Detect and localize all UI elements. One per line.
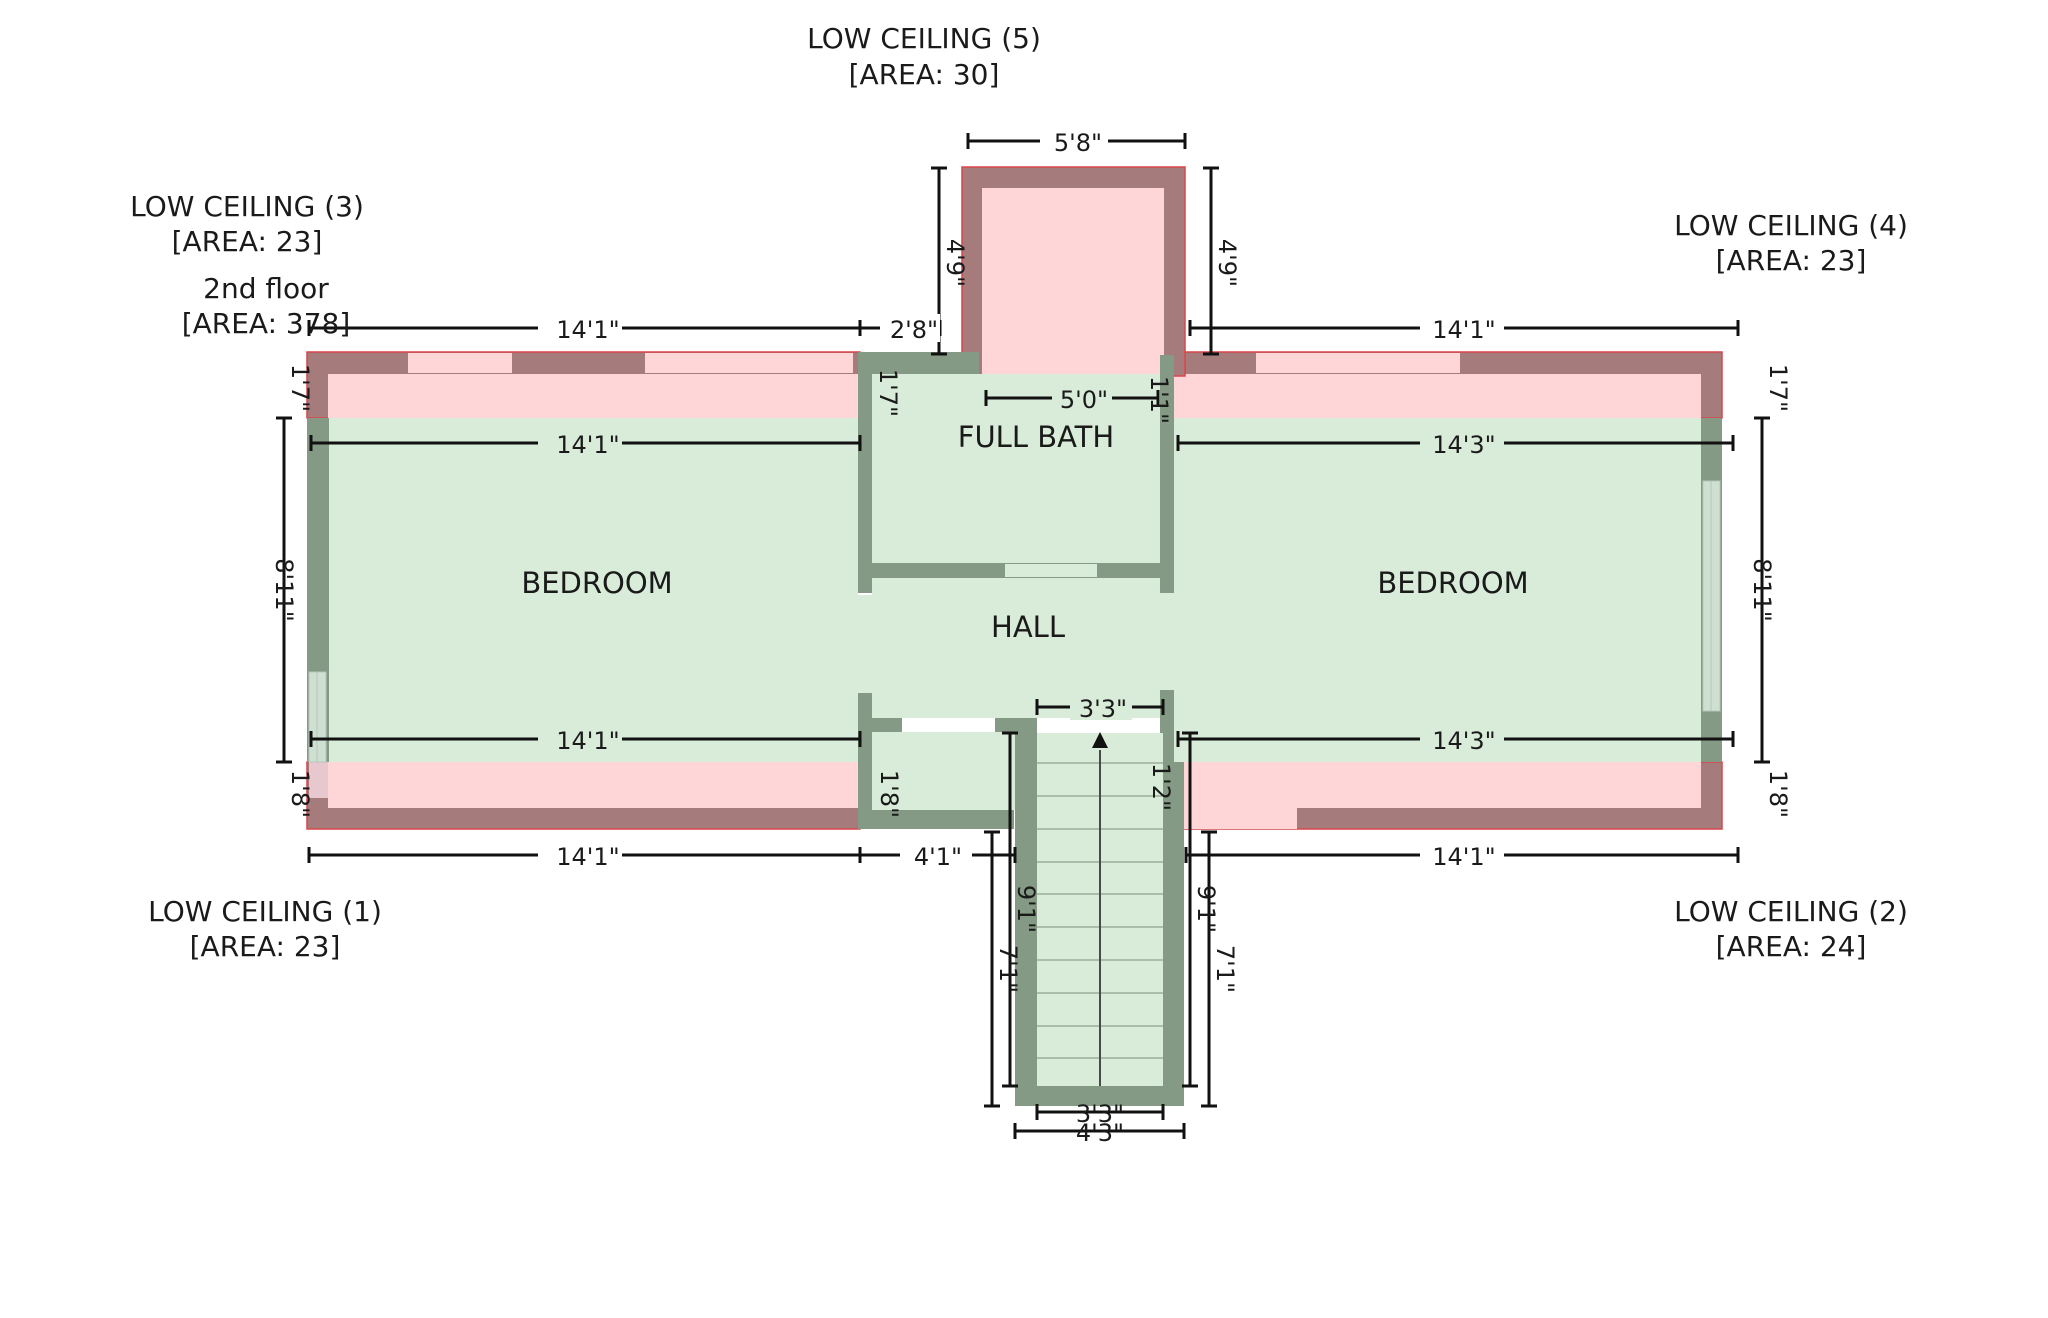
dimension-label-backgrounds xyxy=(538,127,1504,872)
dim-bath-right-side: 1'1" xyxy=(1145,376,1173,424)
wall-bath-right xyxy=(1160,355,1174,593)
stair-direction-arrow-icon xyxy=(1092,732,1108,748)
dim-stair-left-short: 9'1" xyxy=(1012,885,1040,933)
dim-bottom-left-length: 14'1" xyxy=(556,843,619,871)
dim-stair-bottom-inner: 3'3" xyxy=(1076,1100,1124,1128)
dim-right-top-strip: 1'7" xyxy=(1764,364,1792,412)
dim-right-height: 8'11" xyxy=(1748,558,1776,621)
openings xyxy=(308,480,1721,763)
low-ceiling-zones xyxy=(306,166,1723,830)
low-ceiling-5-area: [AREA: 30] xyxy=(849,58,1000,91)
wall-stair-left xyxy=(1015,718,1037,1106)
dim-right-bottom-strip: 1'8" xyxy=(1764,770,1792,818)
dim-left-bottom-strip: 1'8" xyxy=(286,770,314,818)
dim-bath-left-side: 1'7" xyxy=(874,369,902,417)
room-label-hall: HALL xyxy=(991,610,1065,644)
low-ceiling-3-area xyxy=(328,374,860,418)
room-left-bedroom xyxy=(329,418,858,762)
dim-top-left-length: 14'1" xyxy=(556,316,619,344)
dim-left-bedroom-lower: 14'1" xyxy=(556,727,619,755)
room-label-bedroom-left: BEDROOM xyxy=(521,566,672,600)
dim-stair-right-upper: 1'2" xyxy=(1147,763,1175,811)
low-ceiling-2-area: [AREA: 24] xyxy=(1716,930,1867,963)
dim-top-right-length: 14'1" xyxy=(1432,316,1495,344)
floor-name: 2nd floor xyxy=(203,272,329,305)
dim-hall-lower-left: 1'8" xyxy=(875,770,903,818)
low-ceiling-3-window xyxy=(645,353,853,373)
low-ceiling-5-area xyxy=(982,188,1164,376)
wall-bath-left xyxy=(858,352,872,593)
dim-stair-right-short: 9'1" xyxy=(1192,885,1220,933)
dim-stair-bottom-outer: 4'3" xyxy=(1076,1119,1124,1147)
low-ceiling-4-window xyxy=(1256,353,1460,373)
low-ceiling-4-name: LOW CEILING (4) xyxy=(1674,209,1908,242)
room-label-full-bath: FULL BATH xyxy=(958,420,1114,454)
low-ceiling-3-area: [AREA: 23] xyxy=(172,225,323,258)
dimension-label-backgrounds-inner xyxy=(538,385,1504,753)
dim-bottom-right-length: 14'1" xyxy=(1432,843,1495,871)
low-ceiling-2-name: LOW CEILING (2) xyxy=(1674,895,1908,928)
room-right-bedroom xyxy=(1174,418,1701,762)
room-label-bedroom-right: BEDROOM xyxy=(1377,566,1528,600)
wall-hall-left-lower xyxy=(858,693,872,829)
dim-top-alcove-right-depth: 4'9" xyxy=(1213,239,1241,287)
low-ceiling-1-window xyxy=(309,762,328,798)
room-hall-lower xyxy=(872,732,1015,810)
room-full-bath xyxy=(872,374,1160,563)
dim-top-mid-gap: 2'8" xyxy=(890,316,938,344)
low-ceiling-5-name: LOW CEILING (5) xyxy=(807,22,1041,55)
low-ceiling-3-window xyxy=(408,353,512,373)
dim-stair-right-long: 7'1" xyxy=(1211,945,1239,993)
low-ceiling-2-area xyxy=(1173,762,1701,808)
low-ceiling-2-opening xyxy=(1180,808,1297,829)
wall-hall-bottom xyxy=(858,810,1014,829)
low-ceiling-1-area xyxy=(328,762,860,808)
low-ceiling-1-area: [AREA: 23] xyxy=(190,930,341,963)
low-ceiling-3-name: LOW CEILING (3) xyxy=(130,190,364,223)
dim-top-alcove-width: 5'8" xyxy=(1054,129,1102,157)
low-ceiling-4-area: [AREA: 23] xyxy=(1716,244,1867,277)
wall-stair-right xyxy=(1163,733,1184,1106)
dim-left-height: 8'11" xyxy=(270,558,298,621)
dim-left-bedroom-upper: 14'1" xyxy=(556,431,619,459)
dim-bottom-mid-gap: 4'1" xyxy=(914,843,962,871)
wall-hall-stub xyxy=(858,718,902,732)
door-hall-right xyxy=(1160,593,1174,690)
door-bath-hall xyxy=(1005,564,1097,577)
dim-top-alcove-left-depth: 4'9" xyxy=(941,239,969,287)
low-ceiling-4-area xyxy=(1173,374,1701,418)
floor-area: [AREA: 378] xyxy=(182,307,351,340)
dim-bath-width: 5'0" xyxy=(1060,386,1108,414)
low-ceiling-1-name: LOW CEILING (1) xyxy=(148,895,382,928)
dim-stair-top-width: 3'3" xyxy=(1079,695,1127,723)
door-hall-left xyxy=(858,595,872,693)
dim-stair-left-long: 7'1" xyxy=(994,945,1022,993)
dim-left-top-strip: 1'7" xyxy=(286,364,314,412)
wall-stair-bottom xyxy=(1015,1086,1184,1106)
dim-right-bedroom-upper: 14'3" xyxy=(1432,431,1495,459)
wall-bath-top xyxy=(858,352,979,374)
dim-right-bedroom-lower: 14'3" xyxy=(1432,727,1495,755)
